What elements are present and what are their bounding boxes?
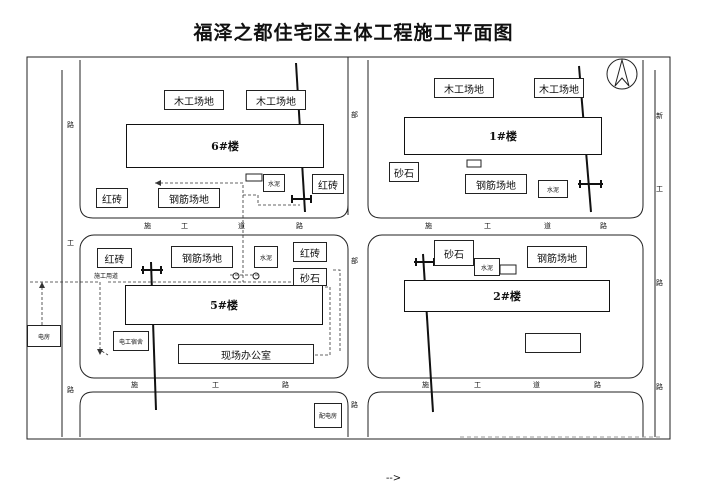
road-label: 道 [238,222,245,230]
road-label: 施 [422,381,429,389]
block-ne [367,60,644,219]
dashed-route [30,182,341,356]
road-label: 工 [656,185,663,193]
block-sw [79,234,349,379]
road-label: 路 [351,401,358,409]
worker-dorm: 电工宿舍 [113,331,149,351]
road-label: 工 [474,381,481,389]
rebar-area: 钢筋场地 [465,174,527,194]
road-label: 工 [181,222,188,230]
block-se [367,234,644,379]
guard-room: 配电房 [314,403,342,428]
road-label: 路 [656,279,663,287]
page-title: 福泽之都住宅区主体工程施工平面图 [193,22,514,44]
road-label: 部 [351,257,358,265]
gravel-area: 砂石 [389,162,419,182]
arrow-icon [39,180,161,355]
block-nw [79,60,349,219]
road-label: 施 [131,381,138,389]
road-label: 部 [351,111,358,119]
block-s-right [367,391,644,437]
building-2: 2#楼 [404,280,610,312]
rebar-area: 钢筋场地 [158,188,220,208]
north-arrow-icon [606,58,638,90]
block-s-left [79,391,349,437]
building-6: 6#楼 [126,124,324,168]
road-label: 路 [67,386,74,394]
mixer-area: 水泥 [474,258,500,276]
gravel-area: 砂石 [293,268,327,286]
redbrick-area: 红砖 [97,248,132,268]
carpentry-area: 木工场地 [534,78,584,98]
mixer-area: 水泥 [263,174,285,192]
road-label: 道 [544,222,551,230]
storage-area [525,333,581,353]
carpentry-area: 木工场地 [434,78,494,98]
marker-circle [232,272,240,280]
carpentry-area: 木工场地 [246,90,306,110]
road-label: 工 [484,222,491,230]
gravel-area: 砂石 [434,240,474,266]
road-label: 工 [212,381,219,389]
road-label: 路 [282,381,289,389]
redbrick-area: 红砖 [293,242,327,262]
road-label: 施 [425,222,432,230]
site-office: 现场办公室 [178,344,314,364]
carpentry-area: 木工场地 [164,90,224,110]
road-label: 路 [67,121,74,129]
road-label: 路 [600,222,607,230]
road-label: 路 [656,383,663,391]
redbrick-area: 红砖 [96,188,128,208]
road-label: 道 [533,381,540,389]
redbrick-area: 红砖 [312,174,344,194]
rebar-area: 钢筋场地 [171,246,233,268]
small-marker [499,264,517,275]
rebar-area: 钢筋场地 [527,246,587,268]
marker-circle [252,272,260,280]
small-marker [466,159,482,168]
road-label: 路 [594,381,601,389]
gate-label: 施工用道 [94,273,119,280]
building-1: 1#楼 [404,117,602,155]
building-5: 5#楼 [125,285,323,325]
road-label: 施 [144,222,151,230]
road-label: 新 [656,112,663,120]
power-room: 电房 [27,325,61,347]
legend-arrow: --> [386,473,402,484]
small-marker [245,173,263,182]
road-label: 工 [67,239,74,247]
road-label: 路 [296,222,303,230]
mixer-area: 水泥 [538,180,568,198]
mixer-area: 水泥 [254,246,278,268]
